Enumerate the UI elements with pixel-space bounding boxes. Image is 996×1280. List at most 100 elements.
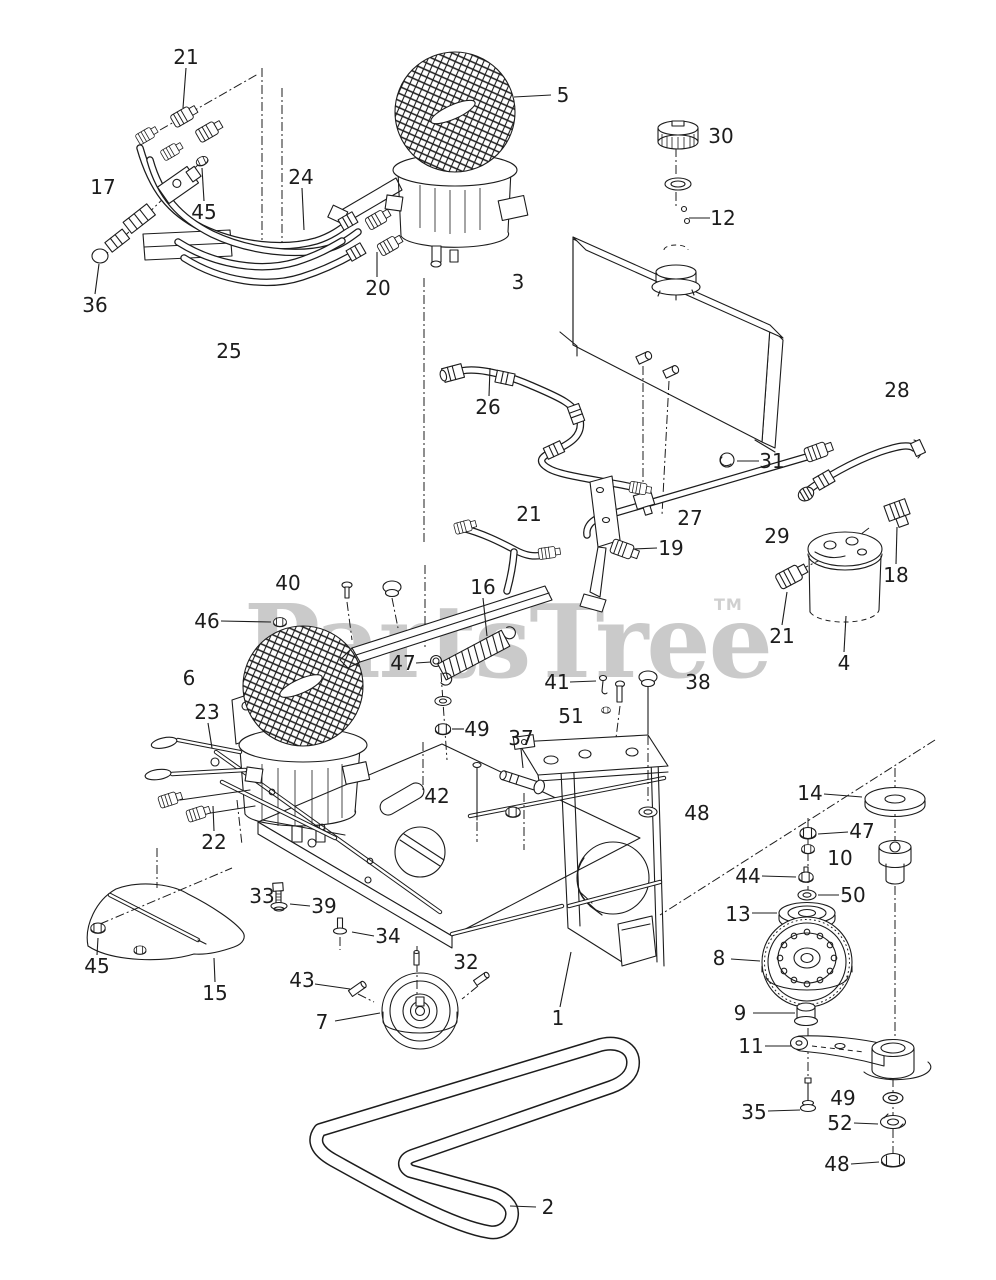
leader-5 — [513, 94, 552, 98]
leader-37 — [520, 748, 524, 769]
callout-21-mid: 21 — [516, 502, 542, 526]
callout-46: 46 — [194, 609, 220, 633]
callout-45-bottom: 45 — [84, 954, 110, 978]
leader-1 — [559, 951, 572, 1008]
hose-kit-art — [91, 102, 405, 287]
callout-8: 8 — [712, 946, 726, 970]
callout-12: 12 — [710, 206, 736, 230]
callout-17: 17 — [90, 175, 116, 199]
leader-35 — [767, 1109, 801, 1112]
callout-40: 40 — [275, 571, 301, 595]
callout-41: 41 — [544, 670, 570, 694]
callout-30: 30 — [708, 124, 734, 148]
leader-41 — [569, 680, 597, 683]
callout-11: 11 — [738, 1034, 764, 1058]
callout-27: 27 — [677, 506, 703, 530]
drive-belt-art — [309, 1036, 640, 1240]
callout-43: 43 — [289, 968, 315, 992]
callout-5: 5 — [556, 83, 570, 107]
callout-34: 34 — [375, 924, 401, 948]
leader-22 — [212, 805, 215, 832]
callout-29: 29 — [764, 524, 790, 548]
leader-34 — [351, 931, 375, 937]
callout-50: 50 — [840, 883, 866, 907]
idler-bar-spring-art — [273, 580, 553, 736]
callout-31: 31 — [759, 449, 785, 473]
callout-7: 7 — [315, 1010, 329, 1034]
callout-4: 4 — [837, 651, 851, 675]
frame-assembly-art — [213, 734, 669, 967]
callout-36: 36 — [82, 293, 108, 317]
callout-25: 25 — [216, 339, 242, 363]
callout-20: 20 — [365, 276, 391, 300]
alignment-lines — [97, 68, 936, 1155]
leader-26 — [488, 367, 491, 397]
callout-47-right: 47 — [849, 819, 875, 843]
callout-47-left: 47 — [390, 651, 416, 675]
leader-39 — [289, 903, 311, 907]
callout-33: 33 — [249, 884, 275, 908]
fuel-filter-art — [774, 438, 927, 623]
deck-hardware-art — [90, 670, 658, 998]
callout-32: 32 — [453, 950, 479, 974]
callout-15: 15 — [202, 981, 228, 1005]
leader-48-bottom — [850, 1161, 880, 1165]
callout-48-bottom: 48 — [824, 1152, 850, 1176]
hydraulic-hoses-art — [439, 363, 836, 613]
leader-7 — [334, 1012, 381, 1022]
callout-9: 9 — [733, 1001, 747, 1025]
leader-46 — [220, 620, 272, 623]
leader-45-bottom — [96, 937, 99, 956]
leader-lines — [94, 67, 898, 1208]
callout-49-left: 49 — [464, 717, 490, 741]
fuel-tank-art — [559, 236, 784, 468]
callout-1: 1 — [551, 1006, 565, 1030]
callout-22: 22 — [201, 830, 227, 854]
callout-24: 24 — [288, 165, 314, 189]
leader-2 — [509, 1205, 537, 1208]
callout-45-top: 45 — [191, 200, 217, 224]
leader-19 — [633, 547, 658, 550]
callout-49-right: 49 — [830, 1086, 856, 1110]
leader-23 — [207, 722, 213, 749]
callout-14: 14 — [797, 781, 823, 805]
callout-37: 37 — [508, 726, 534, 750]
callout-18: 18 — [883, 563, 909, 587]
leader-43 — [314, 983, 351, 990]
leader-36 — [94, 263, 100, 295]
callout-44: 44 — [735, 864, 761, 888]
leader-52 — [853, 1122, 879, 1125]
callout-38: 38 — [685, 670, 711, 694]
leader-21-right — [781, 591, 788, 626]
callout-52: 52 — [827, 1111, 853, 1135]
leader-15 — [213, 957, 216, 983]
callout-26: 26 — [475, 395, 501, 419]
leader-18 — [895, 526, 898, 565]
callout-13: 13 — [725, 902, 751, 926]
callout-21-right: 21 — [769, 624, 795, 648]
leader-8 — [730, 958, 761, 962]
leader-16 — [482, 597, 488, 637]
callout-35: 35 — [741, 1100, 767, 1124]
hydro-pump-left-art — [144, 625, 371, 843]
guard-plate-art — [86, 883, 245, 961]
callout-48-top: 48 — [684, 801, 710, 825]
callout-42: 42 — [424, 784, 450, 808]
callout-51: 51 — [558, 704, 584, 728]
leader-24 — [301, 187, 305, 231]
leader-47-left — [415, 661, 432, 664]
clutch-idler-stack-art — [761, 786, 932, 1168]
leader-45-top — [201, 167, 205, 202]
callout-21-top: 21 — [173, 45, 199, 69]
callout-6: 6 — [182, 666, 196, 690]
callout-23: 23 — [194, 700, 220, 724]
leader-44 — [761, 875, 797, 878]
leader-47-right — [817, 831, 849, 835]
callout-28: 28 — [884, 378, 910, 402]
idler-pulley-flat-art — [381, 972, 459, 1050]
leader-14 — [823, 793, 863, 798]
callout-39: 39 — [311, 894, 337, 918]
